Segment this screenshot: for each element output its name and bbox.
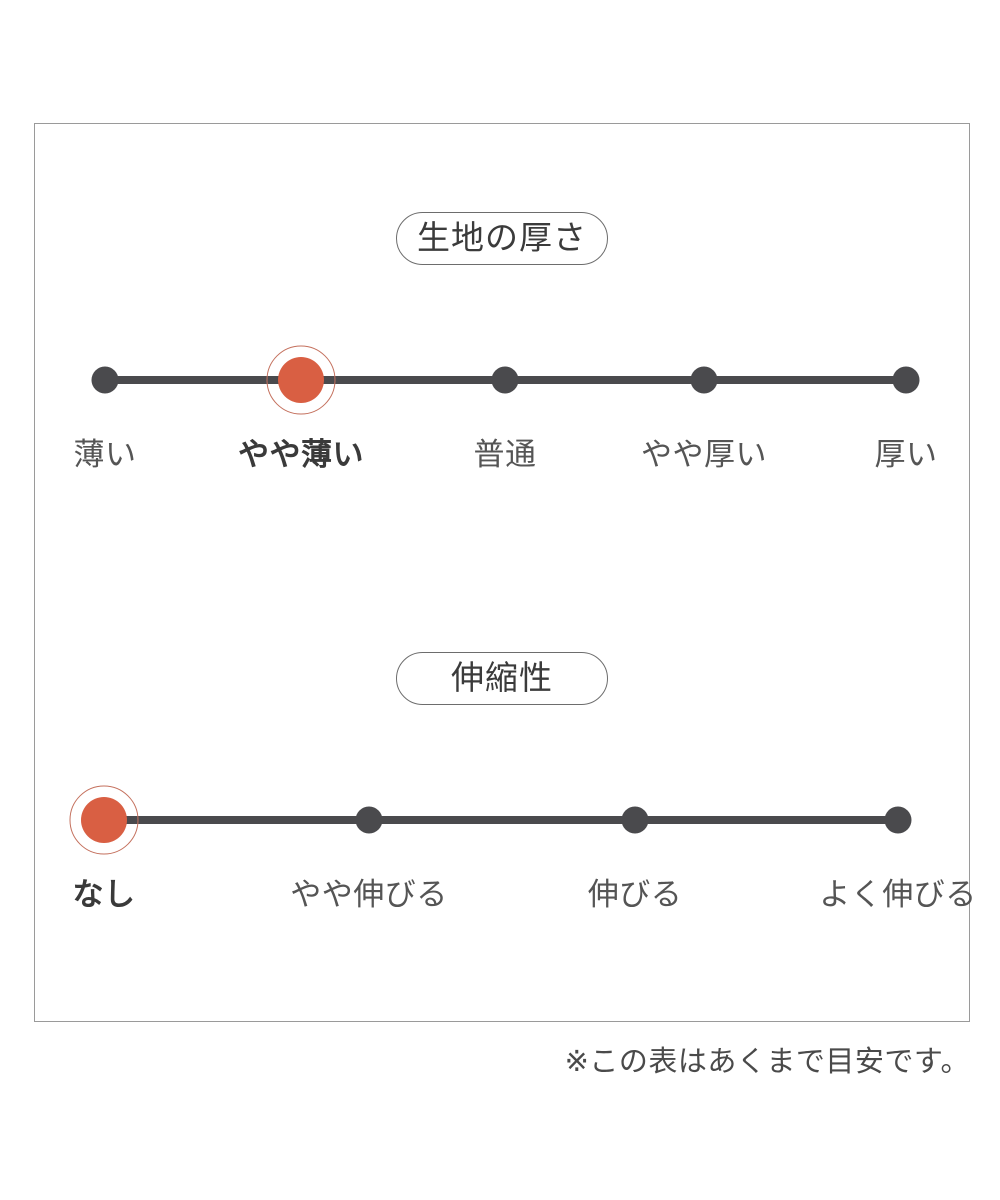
scale-label-slightly-thin: やや薄い [238,437,364,472]
scale-node-very-stretchy[interactable] [884,806,912,834]
scale-node-ring-none [69,785,139,855]
scale-label-thin: 薄い [73,437,137,472]
scale-track-stretch [104,816,898,824]
scale-node-thin[interactable] [91,366,119,394]
scale-node-normal[interactable] [491,366,519,394]
scale-stretchability: なし やや伸びる 伸びる よく伸びる [35,764,976,912]
scale-node-slightly-stretchy[interactable] [355,806,383,834]
scale-fabric-thickness: 薄い やや薄い 普通 やや厚い 厚い [35,324,969,472]
scale-label-slightly-thick: やや厚い [641,437,767,472]
spec-panel: 生地の厚さ 薄い やや薄い 普通 やや厚い 厚い 伸縮性 [34,123,976,1022]
scale-label-thick: 厚い [874,437,938,472]
badge-row-thickness: 生地の厚さ [35,212,969,265]
scale-label-normal: 普通 [473,437,537,472]
footnote-disclaimer: ※この表はあくまで目安です。 [564,1046,970,1078]
scale-label-none: なし [72,877,136,912]
scale-label-slightly-stretchy: やや伸びる [290,877,448,912]
scale-node-slightly-thin[interactable] [278,357,324,403]
scale-node-slightly-thick[interactable] [690,366,718,394]
badge-fabric-thickness: 生地の厚さ [396,212,608,265]
scale-node-ring-slightly-thin [266,345,336,415]
badge-stretchability: 伸縮性 [396,652,608,705]
badge-row-stretch: 伸縮性 [35,652,969,705]
scale-label-stretchy: 伸びる [587,877,683,912]
scale-node-stretchy[interactable] [621,806,649,834]
scale-label-very-stretchy: よく伸びる [819,877,977,912]
scale-node-none[interactable] [81,797,127,843]
scale-node-thick[interactable] [892,366,920,394]
